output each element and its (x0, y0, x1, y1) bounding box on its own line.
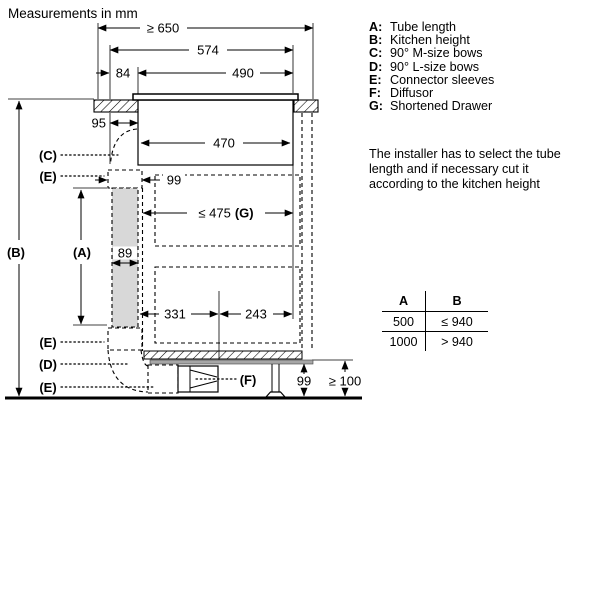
note-line: length and if necessary cut it (369, 162, 529, 177)
worktop-and-hob (93, 93, 319, 166)
table-row: 1000 > 940 (382, 331, 488, 351)
plinth-panel (149, 359, 314, 365)
table-header-row: A B (382, 291, 488, 311)
lower-drawer (154, 266, 301, 344)
shortened-drawer-g (154, 174, 301, 247)
label-e-middle: (E) (39, 335, 56, 350)
table-header-a: A (382, 291, 426, 311)
dimension-lines (15, 24, 349, 397)
legend-item-a: A: Tube length (369, 20, 494, 34)
dim-650: ≥ 650 (147, 21, 179, 36)
dim-100-clearance: ≥ 100 (329, 374, 361, 389)
leader-lines (60, 154, 237, 388)
legend-label: Diffusor (390, 86, 434, 101)
installer-note: The installer has to select the tube len… (369, 147, 599, 193)
table-cell: > 940 (441, 334, 473, 349)
diagram-title: Measurements in mm (8, 6, 138, 21)
legend-key: G: (369, 99, 383, 114)
table-cell: 1000 (382, 332, 426, 351)
dim-99-sleeve: 99 (167, 173, 181, 188)
legend-label: Connector sleeves (390, 72, 495, 87)
tube-length-table: A B 500 ≤ 940 1000 > 940 (382, 291, 488, 351)
connector-sleeve-bottom (107, 327, 143, 351)
dim-470: 470 (213, 136, 235, 151)
legend-key: A: (369, 20, 383, 34)
legend-item-b: B: Kitchen height (369, 34, 494, 47)
bow-c-m-size (109, 128, 138, 165)
dim-89: 89 (118, 246, 132, 261)
legend-label: 90° L-size bows (390, 59, 480, 74)
connector-sleeve-top (107, 169, 143, 189)
table-header-b: B (452, 294, 462, 308)
label-e-top: (E) (39, 169, 56, 184)
cabinet-foot (264, 364, 287, 398)
legend-label: Shortened Drawer (390, 99, 493, 114)
cabinet-outline (141, 113, 313, 351)
legend-key: F: (369, 86, 381, 101)
worktop-left (93, 99, 139, 113)
bow-d-l-size (107, 349, 149, 393)
hob-body (137, 99, 294, 166)
label-d: (D) (39, 357, 57, 372)
label-f: (F) (240, 373, 257, 388)
dim-84: 84 (116, 66, 130, 81)
dim-331: 331 (164, 307, 186, 322)
legend-item-e: E: Connector sleeves (369, 72, 495, 87)
legend-item-d: D: 90° L-size bows (369, 59, 494, 74)
dim-574: 574 (197, 43, 219, 58)
connector-sleeve-horizontal (147, 364, 179, 394)
note-line: according to the kitchen height (369, 177, 540, 192)
dimension-texts: ≥ 650 574 84 490 95 470 99 ≤ 475(G) 89 3… (92, 20, 361, 389)
worktop-right (293, 99, 319, 113)
dim-243: 243 (245, 307, 267, 322)
base-area (5, 350, 362, 400)
legend-item-c: C: 90° M-size bows (369, 47, 494, 60)
dim-475-g: ≤ 475(G) (198, 206, 253, 221)
label-c: (C) (39, 148, 57, 163)
legend-key: D: (369, 59, 383, 74)
bow-d-inner (140, 349, 149, 367)
table-row: 500 ≤ 940 (382, 311, 488, 331)
legend-key: E: (369, 72, 382, 87)
legend-item-f: F: Diffusor (369, 86, 494, 101)
dim-490: 490 (232, 66, 254, 81)
hob-glass-panel (132, 93, 299, 101)
legend-label: Kitchen height (390, 33, 470, 48)
note-line: The installer has to select the tube (369, 147, 561, 161)
table-cell: 500 (382, 312, 426, 331)
installation-diagram: ≥ 650 574 84 490 95 470 99 ≤ 475(G) 89 3… (4, 20, 362, 400)
extension-lines (8, 23, 353, 362)
dim-99-plinth: 99 (297, 374, 311, 389)
label-b: (B) (7, 245, 25, 260)
part-labels: (B) (A) (C) (E) (E) (D) (E) (F) (4, 148, 256, 395)
legend: A: Tube length B: Kitchen height C: 90° M-s… (369, 20, 495, 113)
legend-item-g: G: Shortened Drawer (369, 100, 494, 113)
label-a: (A) (73, 245, 91, 260)
legend-key: B: (369, 33, 383, 48)
legend-label: 90° M-size bows (390, 46, 483, 61)
cabinet-shelf (143, 350, 303, 360)
label-e-bottom: (E) (39, 380, 56, 395)
dim-95: 95 (92, 116, 106, 131)
legend-label: Tube length (390, 20, 457, 34)
table-cell: ≤ 940 (441, 314, 473, 329)
legend-key: C: (369, 46, 383, 61)
